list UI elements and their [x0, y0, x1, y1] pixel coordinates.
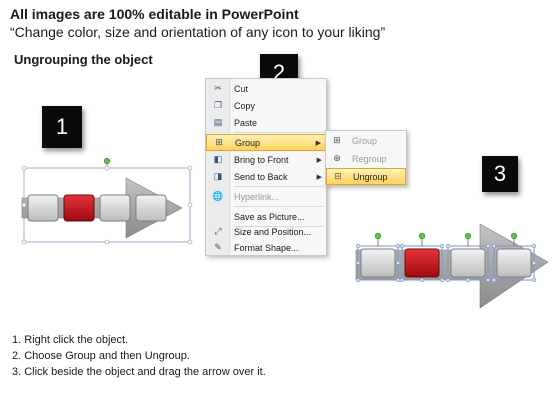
grouped-arrow-object[interactable] — [18, 156, 196, 248]
menu-item-format-shape[interactable]: ✎ Format Shape... — [206, 239, 326, 256]
menu-item-hyperlink: 🌐 Hyperlink... — [206, 188, 326, 205]
instruction-step: 1. Right click the object. — [12, 334, 129, 346]
menu-item-paste[interactable]: ▤ Paste — [206, 114, 326, 131]
submenu-arrow-icon: ▶ — [316, 156, 322, 164]
menu-separator — [234, 132, 324, 133]
page-title: All images are 100% editable in PowerPoi… — [10, 6, 299, 22]
gray-box-1 — [27, 194, 59, 222]
context-menu: ✂ Cut ❐ Copy ▤ Paste ⊞ Group ▶ ◧ Bring t… — [205, 78, 327, 256]
group-icon: ⊞ — [333, 135, 341, 145]
menu-separator — [234, 226, 324, 227]
group-icon: ⊞ — [215, 137, 223, 147]
gray-box-3 — [135, 194, 167, 222]
resize-handles[interactable] — [355, 243, 537, 283]
size-position-icon: ⤢ — [214, 226, 222, 236]
menu-separator — [234, 186, 324, 187]
submenu-arrow-icon: ▶ — [315, 139, 321, 147]
submenu-item-regroup: ⊕ Regroup — [326, 150, 406, 167]
box-selection-1[interactable] — [357, 232, 399, 281]
paste-icon: ▤ — [213, 117, 223, 127]
rotation-handle[interactable] — [103, 157, 111, 165]
menu-item-bring-to-front[interactable]: ◧ Bring to Front ▶ — [206, 151, 326, 168]
group-submenu: ⊞ Group ⊕ Regroup ⊟ Ungroup — [325, 130, 407, 186]
submenu-item-group: ⊞ Group — [326, 132, 406, 149]
scissors-icon: ✂ — [214, 83, 222, 93]
section-title: Ungrouping the object — [14, 52, 153, 67]
regroup-icon: ⊕ — [333, 153, 341, 163]
menu-item-save-as-picture[interactable]: Save as Picture... — [234, 211, 305, 222]
format-shape-icon: ✎ — [214, 242, 222, 252]
box-selection-red[interactable] — [401, 232, 443, 281]
ungrouped-arrow-object[interactable] — [352, 224, 552, 310]
menu-separator — [234, 206, 324, 207]
box-selection-3[interactable] — [493, 232, 535, 281]
ungroup-icon: ⊟ — [334, 171, 342, 181]
menu-item-send-to-back[interactable]: ◨ Send to Back ▶ — [206, 168, 326, 185]
submenu-arrow-icon: ▶ — [316, 173, 322, 181]
copy-icon: ❐ — [213, 100, 223, 110]
menu-icon-strip — [206, 79, 230, 255]
menu-item-size-and-position[interactable]: ⤢ Size and Position... — [206, 223, 326, 240]
step-3-badge: 3 — [482, 156, 518, 192]
send-to-back-icon: ◨ — [213, 171, 223, 181]
menu-item-cut[interactable]: ✂ Cut — [206, 80, 326, 97]
instruction-step: 3. Click beside the object and drag the … — [12, 366, 266, 378]
menu-item-group[interactable]: ⊞ Group ▶ — [206, 134, 326, 151]
hyperlink-icon: 🌐 — [212, 191, 224, 201]
step-1-badge: 1 — [42, 106, 82, 148]
submenu-item-ungroup[interactable]: ⊟ Ungroup — [326, 168, 406, 185]
gray-box-2 — [99, 194, 131, 222]
instructions-list: 1. Right click the object. 2. Choose Gro… — [12, 332, 266, 380]
red-box — [63, 194, 95, 222]
bring-to-front-icon: ◧ — [213, 154, 223, 164]
menu-item-copy[interactable]: ❐ Copy — [206, 97, 326, 114]
instruction-step: 2. Choose Group and then Ungroup. — [12, 350, 190, 362]
resize-handles[interactable] — [21, 165, 193, 245]
page-subtitle: “Change color, size and orientation of a… — [10, 24, 386, 40]
